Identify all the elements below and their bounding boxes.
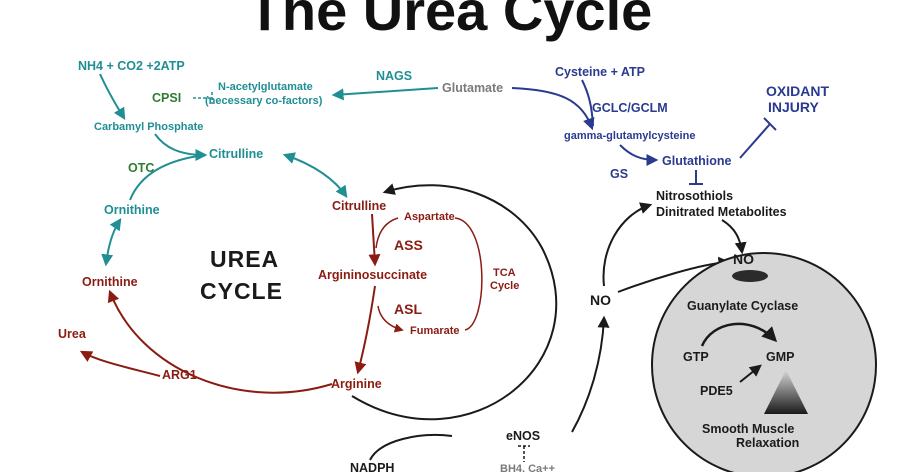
- asl-label: ASL: [394, 301, 422, 317]
- relaxation-triangle: [764, 370, 808, 414]
- citrulline-teal-label: Citrulline: [209, 147, 264, 161]
- smooth-muscle-line1: Smooth Muscle: [702, 422, 795, 436]
- gs-label: GS: [610, 167, 629, 181]
- enos-link: [518, 445, 530, 462]
- no-label-cell: NO: [733, 251, 754, 267]
- nags-label: NAGS: [376, 69, 413, 83]
- arrow-gtp-to-gmp: [700, 322, 778, 347]
- cpsi-cofactor-link: [193, 92, 213, 104]
- carbamyl-phosphate-label: Carbamyl Phosphate: [94, 121, 204, 133]
- arrow-glutamate-to-nag: [331, 87, 439, 101]
- nadph-label: NADPH: [350, 461, 395, 472]
- ass-label: ASS: [394, 237, 423, 253]
- arrow-citrulline-to-argininosuccinate: [368, 213, 381, 267]
- urea-cycle-title-line2: CYCLE: [200, 278, 283, 304]
- glutathione-inhibition: [689, 170, 703, 185]
- diagram-title: The Urea Cycle: [247, 0, 653, 42]
- bh4-label: BH4, Ca++: [500, 463, 556, 472]
- arrow-argininosuccinate-to-arginine: [354, 285, 376, 375]
- ornithine-teal-label: Ornithine: [104, 203, 160, 217]
- arrow-ggc-to-glutathione: [619, 144, 659, 166]
- gamma-glutamylcysteine-label: gamma-glutamylcysteine: [564, 130, 696, 142]
- oxidant-label: OXIDANT: [766, 83, 829, 99]
- argininosuccinate-label: Argininosuccinate: [318, 268, 428, 282]
- tca-cycle-line1: TCA: [493, 267, 516, 279]
- arrow-citrulline-transport: [282, 152, 348, 198]
- necessary-cofactors-label: (necessary co-factors): [205, 95, 323, 107]
- arrow-asl-to-fumarate: [377, 305, 404, 333]
- nadph-input: [369, 434, 453, 461]
- arrow-pde5-to-gmp: [739, 364, 762, 383]
- guanylate-cyclase-label: Guanylate Cyclase: [687, 299, 799, 313]
- tca-loop: [454, 217, 483, 331]
- arrow-no-to-nitrosothiols: [602, 202, 653, 287]
- arrow-cysteine-to-ggc: [581, 79, 594, 127]
- arrow-arginine-to-citrulline-nos: [351, 183, 558, 421]
- nitrosothiols-label: Nitrosothiols: [656, 189, 734, 203]
- arrow-to-urea: [79, 350, 161, 377]
- urea-cycle-title-line1: UREA: [210, 246, 280, 272]
- fumarate-label: Fumarate: [410, 325, 460, 337]
- injury-label: INJURY: [768, 99, 819, 115]
- smooth-muscle-cell: [651, 252, 877, 472]
- dinitrated-metabolites-label: Dinitrated Metabolites: [656, 205, 787, 219]
- cysteine-atp-label: Cysteine + ATP: [555, 65, 645, 79]
- gclc-gclm-label: GCLC/GCLM: [592, 101, 668, 115]
- no-label-left: NO: [590, 292, 611, 308]
- citrulline-red-label: Citrulline: [332, 199, 387, 213]
- arrow-ornithine-to-citrulline: [129, 154, 206, 201]
- cpsi-label: CPSI: [152, 91, 182, 105]
- oxidant-injury-inhibition: [739, 117, 777, 159]
- nh4-co2-atp-label: NH4 + CO2 +2ATP: [78, 59, 185, 73]
- otc-label: OTC: [128, 161, 155, 175]
- glutathione-label: Glutathione: [662, 154, 732, 168]
- gmp-label: GMP: [766, 350, 795, 364]
- arrow-ornithine-transport: [101, 218, 122, 267]
- arrow-carbamyl-to-citrulline: [154, 133, 208, 161]
- arrow-nh4-to-carbamyl: [99, 73, 126, 121]
- arrow-dinitrated-to-no: [721, 219, 747, 255]
- arrow-arginine-to-ornithine: [107, 289, 333, 394]
- arginine-label: Arginine: [331, 377, 382, 391]
- pde5-label: PDE5: [700, 384, 733, 398]
- ornithine-red-label: Ornithine: [82, 275, 138, 289]
- arg1-label: ARG1: [162, 368, 197, 382]
- n-acetylglutamate-label: N-acetylglutamate: [218, 81, 313, 93]
- arrow-to-no: [571, 315, 610, 433]
- smooth-muscle-line2: Relaxation: [736, 436, 800, 450]
- urea-label: Urea: [58, 327, 86, 341]
- arrow-aspartate-to-ass: [375, 217, 399, 249]
- no-receptor: [732, 270, 768, 282]
- glutamate-label: Glutamate: [442, 81, 504, 95]
- tca-cycle-line2: Cycle: [490, 280, 520, 292]
- arrow-glutamate-to-ggc: [511, 87, 595, 131]
- aspartate-label: Aspartate: [404, 211, 455, 223]
- enos-label: eNOS: [506, 429, 541, 443]
- gtp-label: GTP: [683, 350, 709, 364]
